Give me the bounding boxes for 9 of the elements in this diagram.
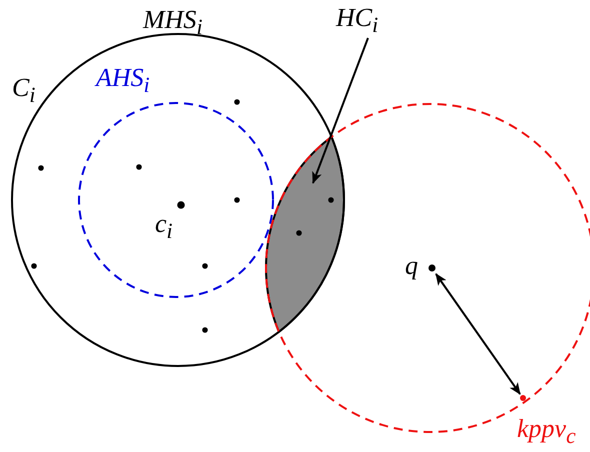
point-label: kppv$_{c}$ [517, 415, 576, 450]
circle-label: C$_{i}$ [12, 74, 36, 110]
arrow [435, 273, 521, 395]
point-label: c$_{i}$ [155, 210, 173, 246]
circle-label: MHS$_{i}$ [143, 6, 202, 42]
point-label: q [405, 252, 418, 280]
region-label: HC$_{i}$ [336, 4, 378, 40]
arrow [312, 38, 369, 184]
circle-label: AHS$_{i}$ [96, 64, 150, 100]
